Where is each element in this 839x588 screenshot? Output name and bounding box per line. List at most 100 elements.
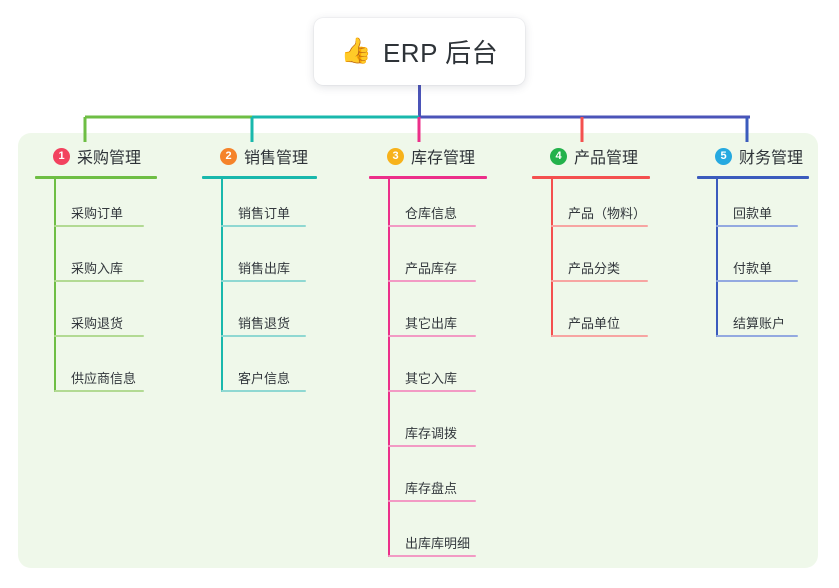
leaf-node[interactable]: 产品单位 (532, 289, 692, 344)
leaf-node[interactable]: 销售出库 (202, 234, 352, 289)
leaf-node[interactable]: 付款单 (697, 234, 839, 289)
branch-column: 4 产品管理产品（物料） 产品分类产品单位 (532, 143, 692, 344)
leaf-label: 采购退货 (71, 316, 124, 331)
leaf-node[interactable]: 出库库明细 (369, 509, 519, 564)
diagram-panel (18, 133, 818, 568)
leaf-label: 供应商信息 (71, 371, 137, 386)
leaf-label: 销售出库 (238, 261, 291, 276)
leaf-node[interactable]: 销售退货 (202, 289, 352, 344)
leaf-node[interactable]: 销售订单 (202, 179, 352, 234)
leaf-label: 其它入库 (405, 371, 458, 386)
leaf-label: 回款单 (733, 206, 773, 221)
leaf-label: 库存盘点 (405, 481, 458, 496)
branch-header-5[interactable]: 5 财务管理 (697, 143, 839, 169)
leaf-node[interactable]: 采购退货 (35, 289, 185, 344)
leaf-underline (388, 280, 476, 282)
root-node-title: ERP 后台 (382, 38, 499, 68)
leaf-list: 销售订单销售出库销售退货客户信息 (202, 179, 352, 399)
leaf-node[interactable]: 结算账户 (697, 289, 839, 344)
leaf-node[interactable]: 产品库存 (369, 234, 519, 289)
branch-title: 财务管理 (739, 150, 804, 167)
branch-header-4[interactable]: 4 产品管理 (532, 143, 692, 169)
root-node-content: 👍 ERP 后台 (341, 33, 498, 70)
branch-column: 3 库存管理仓库信息产品库存其它出库其它入库库存调拨库存盘点出库库明细 (369, 143, 519, 564)
leaf-underline (221, 390, 306, 392)
leaf-node[interactable]: 供应商信息 (35, 344, 185, 399)
branch-spine (716, 179, 718, 337)
leaf-label: 产品（物料） (568, 206, 647, 221)
branch-spine (551, 179, 553, 337)
leaf-node[interactable]: 采购入库 (35, 234, 185, 289)
branch-spine (54, 179, 56, 392)
leaf-underline (551, 225, 648, 227)
leaf-label: 客户信息 (238, 371, 291, 386)
branch-column: 5 财务管理回款单付款单结算账户 (697, 143, 839, 344)
branch-underline (532, 176, 650, 179)
leaf-underline (716, 335, 798, 337)
leaf-underline (54, 335, 144, 337)
leaf-label: 销售退货 (238, 316, 291, 331)
leaf-node[interactable]: 采购订单 (35, 179, 185, 234)
leaf-underline (551, 280, 648, 282)
leaf-node[interactable]: 其它入库 (369, 344, 519, 399)
leaf-underline (54, 280, 144, 282)
branch-title: 库存管理 (411, 150, 476, 167)
branch-underline (697, 176, 809, 179)
leaf-label: 产品分类 (568, 261, 621, 276)
leaf-list: 仓库信息产品库存其它出库其它入库库存调拨库存盘点出库库明细 (369, 179, 519, 564)
branch-number-badge: 5 (715, 147, 732, 165)
branch-column: 2 销售管理销售订单销售出库销售退货客户信息 (202, 143, 352, 399)
branch-header-1[interactable]: 1 采购管理 (35, 143, 185, 169)
branch-column: 1 采购管理采购订单采购入库采购退货供应商信息 (35, 143, 185, 399)
leaf-underline (388, 225, 476, 227)
branch-header-2[interactable]: 2 销售管理 (202, 143, 352, 169)
branch-underline (35, 176, 157, 179)
leaf-node[interactable]: 其它出库 (369, 289, 519, 344)
leaf-label: 库存调拨 (405, 426, 458, 441)
root-node[interactable]: 👍 ERP 后台 (314, 18, 525, 85)
branch-underline (202, 176, 317, 179)
leaf-underline (221, 335, 306, 337)
leaf-label: 采购入库 (71, 261, 124, 276)
leaf-label: 付款单 (733, 261, 773, 276)
leaf-underline (388, 390, 476, 392)
leaf-underline (716, 225, 798, 227)
leaf-node[interactable]: 回款单 (697, 179, 839, 234)
leaf-list: 产品（物料） 产品分类产品单位 (532, 179, 692, 344)
leaf-node[interactable]: 产品分类 (532, 234, 692, 289)
leaf-label: 产品库存 (405, 261, 458, 276)
leaf-underline (221, 280, 306, 282)
branch-title: 产品管理 (574, 150, 639, 167)
leaf-list: 回款单付款单结算账户 (697, 179, 839, 344)
leaf-label: 采购订单 (71, 206, 124, 221)
leaf-label: 产品单位 (568, 316, 621, 331)
leaf-label: 仓库信息 (405, 206, 458, 221)
branch-number-badge: 1 (53, 147, 70, 165)
leaf-label: 结算账户 (733, 316, 786, 331)
branch-title: 销售管理 (244, 150, 309, 167)
branch-spine (221, 179, 223, 392)
leaf-underline (388, 555, 476, 557)
branch-number-badge: 2 (220, 147, 237, 165)
leaf-list: 采购订单采购入库采购退货供应商信息 (35, 179, 185, 399)
branch-header-3[interactable]: 3 库存管理 (369, 143, 519, 169)
leaf-label: 销售订单 (238, 206, 291, 221)
branch-number-badge: 4 (550, 147, 567, 165)
leaf-node[interactable]: 库存盘点 (369, 454, 519, 509)
leaf-label: 出库库明细 (405, 536, 471, 551)
branch-number-badge: 3 (387, 147, 404, 165)
leaf-underline (388, 500, 476, 502)
leaf-underline (54, 225, 144, 227)
branch-title: 采购管理 (77, 150, 142, 167)
branch-spine (388, 179, 390, 557)
leaf-underline (716, 280, 798, 282)
thumbs-up-icon: 👍 (340, 37, 372, 65)
leaf-node[interactable]: 库存调拨 (369, 399, 519, 454)
leaf-underline (388, 445, 476, 447)
leaf-node[interactable]: 产品（物料） (532, 179, 692, 234)
branch-underline (369, 176, 487, 179)
leaf-underline (551, 335, 648, 337)
leaf-node[interactable]: 客户信息 (202, 344, 352, 399)
leaf-node[interactable]: 仓库信息 (369, 179, 519, 234)
